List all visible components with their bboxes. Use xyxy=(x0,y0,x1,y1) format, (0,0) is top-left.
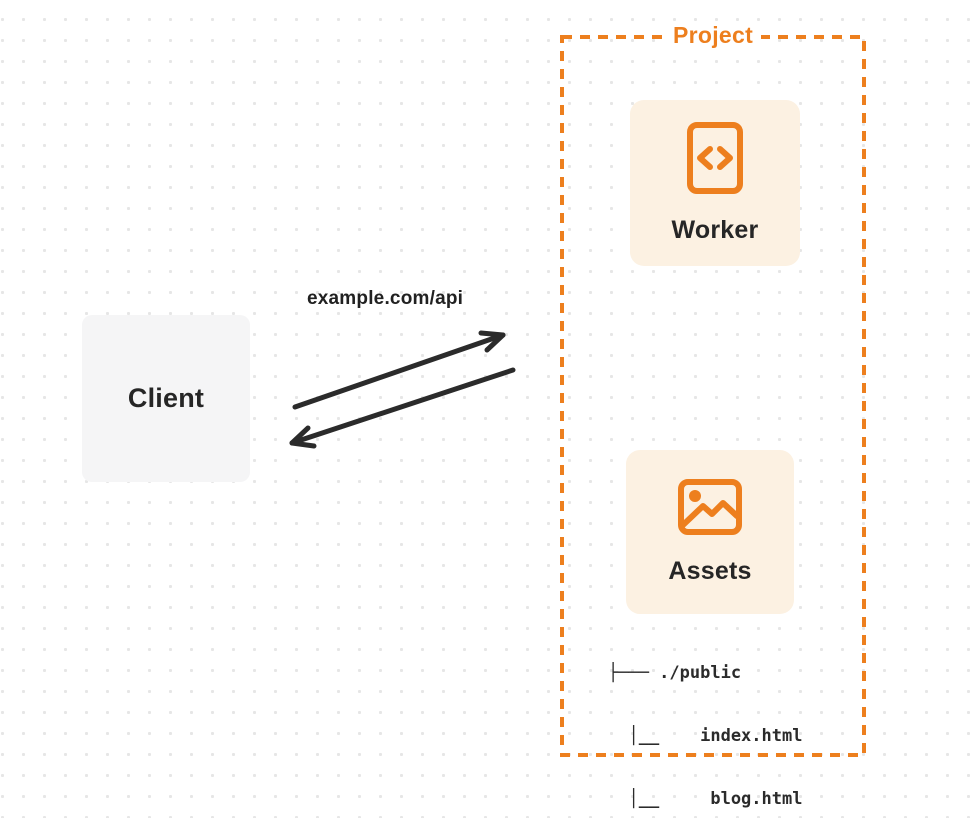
code-icon xyxy=(687,121,743,194)
file-tree-line: │__ blog.html xyxy=(608,789,803,809)
worker-label: Worker xyxy=(671,215,759,244)
assets-label: Assets xyxy=(668,556,752,585)
assets-file-tree: ├─── ./public │__ index.html │__ blog.ht… xyxy=(608,621,802,818)
client-label: Client xyxy=(127,383,205,413)
assets-node: Assets xyxy=(626,450,794,614)
request-response-arrows xyxy=(289,330,516,449)
request-url-label: example.com/api xyxy=(307,288,464,309)
file-tree-line: │__ index.html xyxy=(608,726,803,746)
request-arrow xyxy=(292,330,506,410)
worker-node: Worker xyxy=(630,100,800,266)
response-arrow xyxy=(289,367,516,449)
client-node: Client xyxy=(82,315,250,482)
image-icon xyxy=(678,478,742,535)
file-tree-line: ├─── ./public xyxy=(608,663,742,683)
